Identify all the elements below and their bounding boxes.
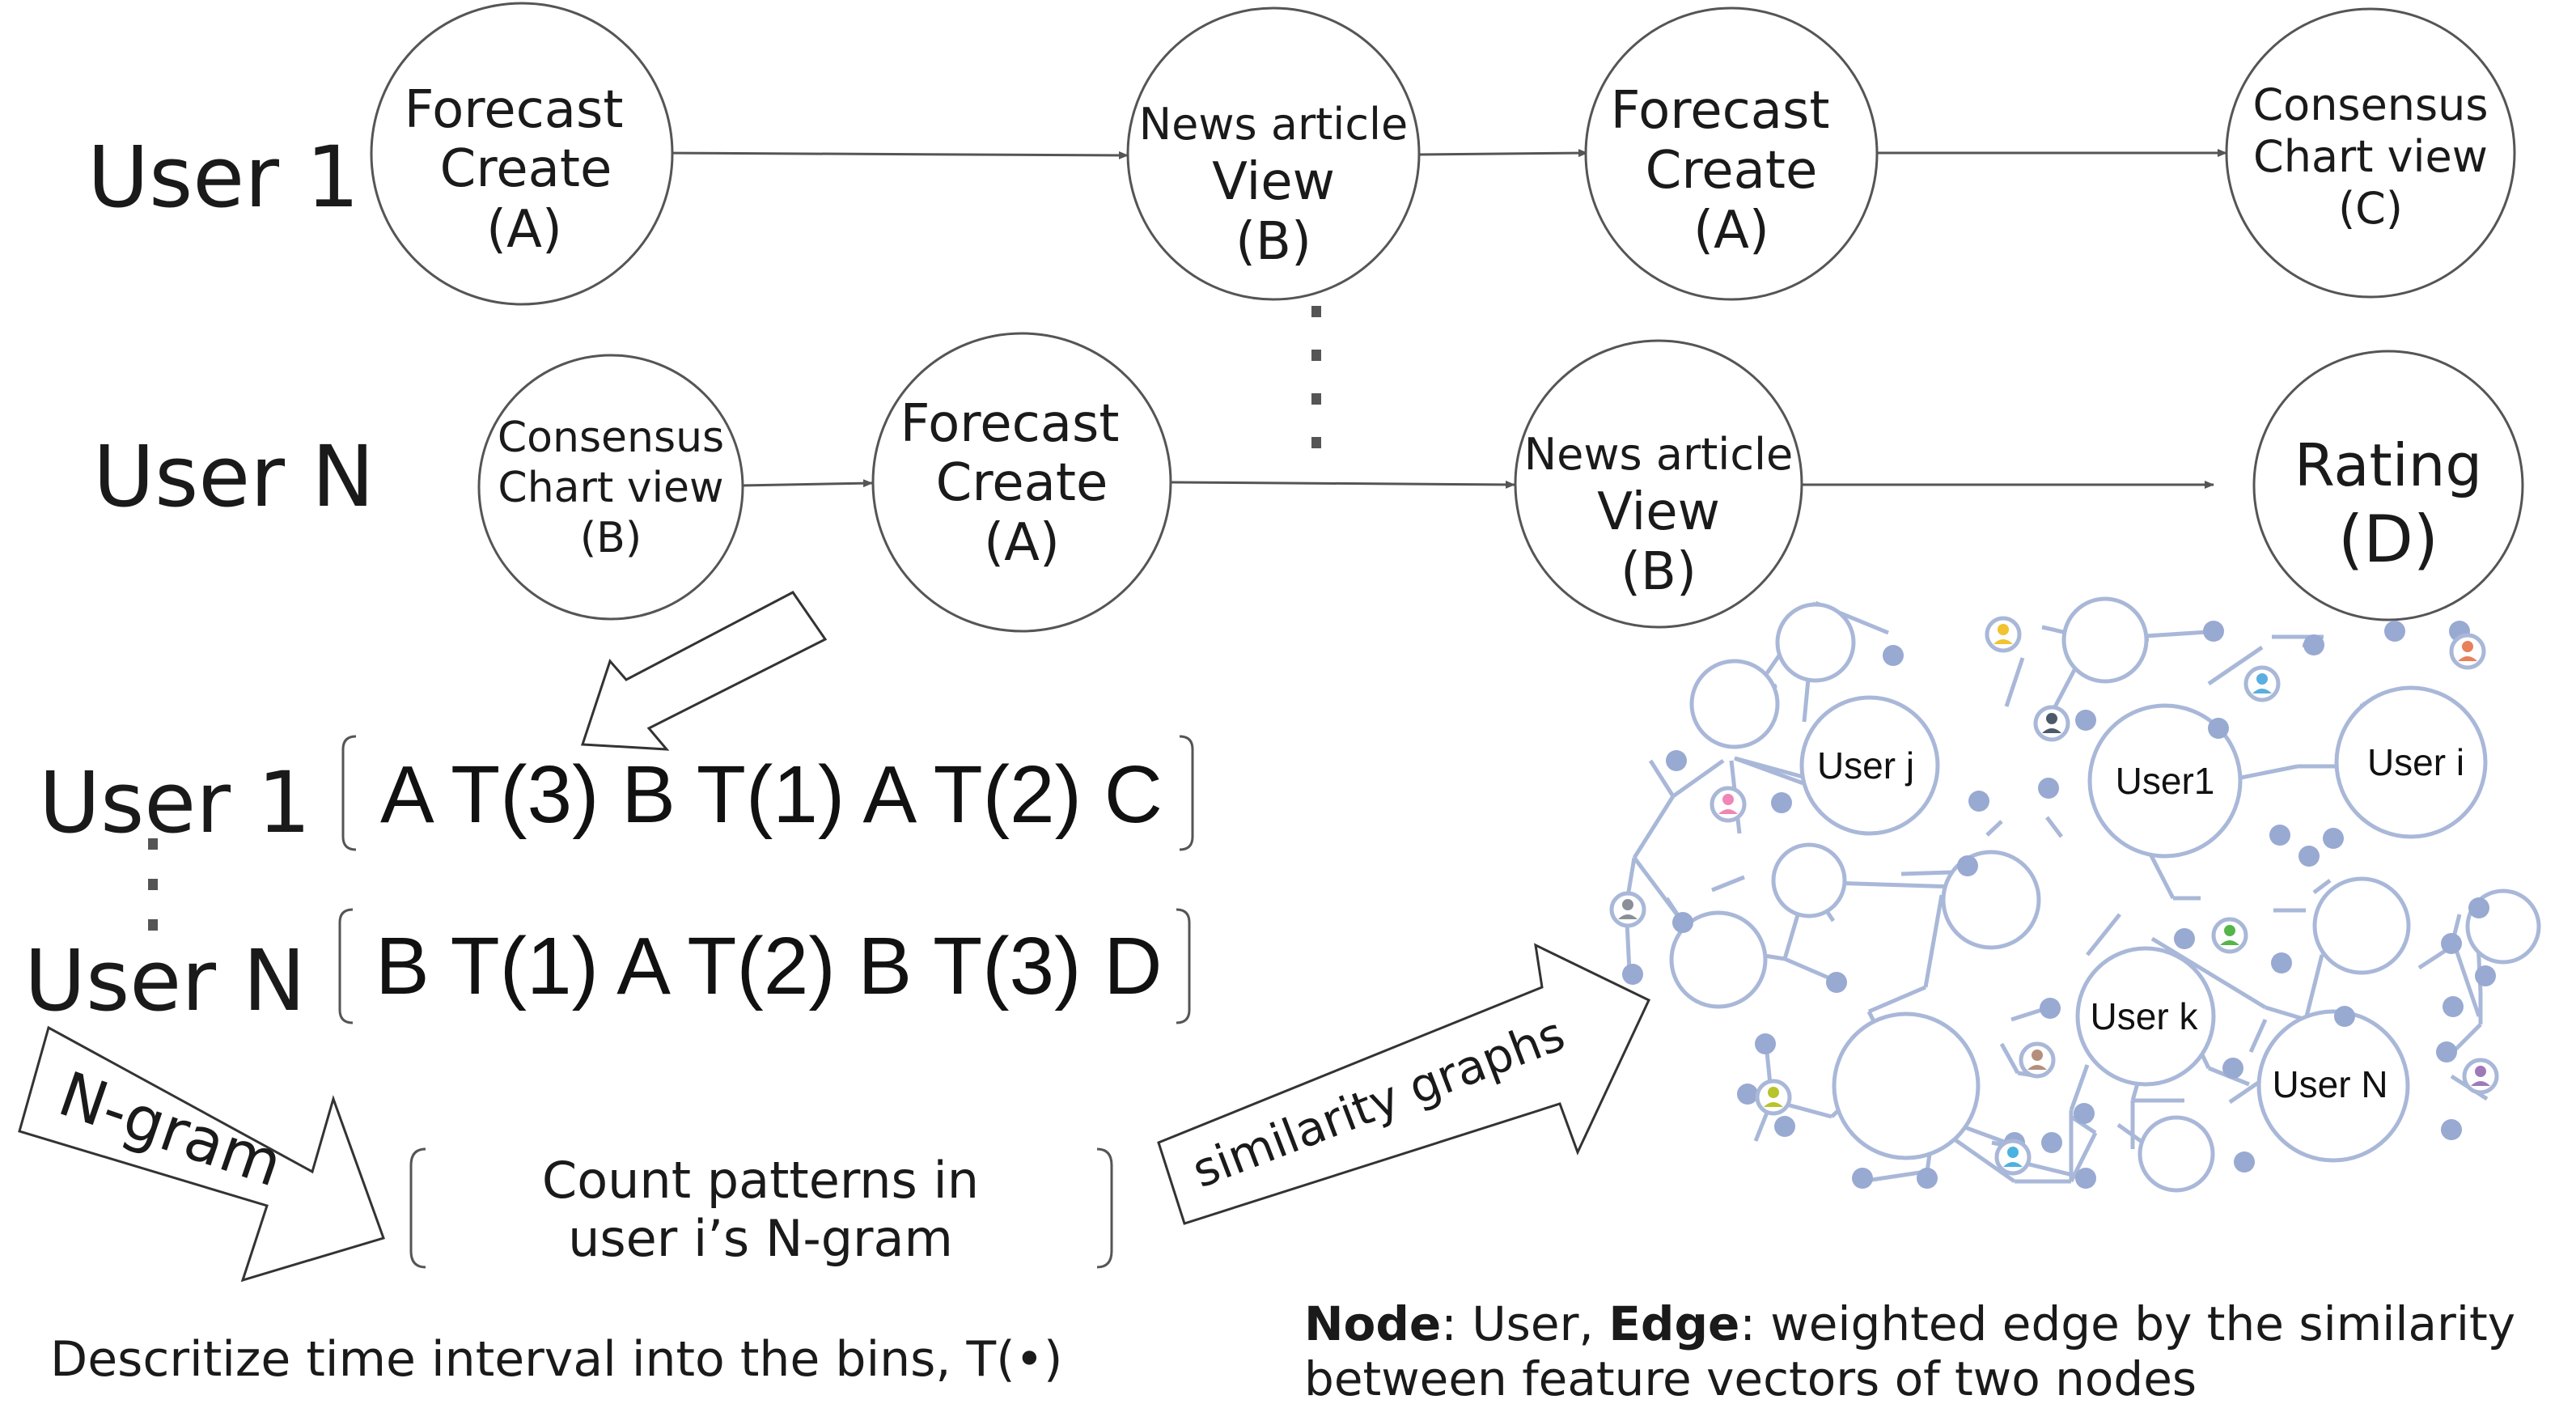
svg-text:Forecast: Forecast [1611,81,1830,141]
svg-text:News article: News article [1524,429,1793,480]
seq-vertical-ellipsis [148,838,158,931]
person-icon [2462,1058,2499,1095]
svg-text:Consensus: Consensus [2252,79,2488,130]
edge-un-b-to-a [740,479,873,488]
svg-text:(B): (B) [580,514,642,562]
node-u1-forecast-create: Forecast Create (A) [370,2,674,306]
svg-text:Chart view: Chart view [2253,131,2488,182]
svg-text:Consensus: Consensus [498,413,724,462]
svg-text:(A): (A) [486,200,562,260]
node-un-news-article-view: News article View (B) [1514,339,1803,629]
node-u1-news-article-view: News article View (B) [1126,6,1421,301]
svg-text:(A): (A) [984,513,1060,573]
ngram-arrow: N-gram [18,1025,385,1283]
discretize-caption: Descritize time interval into the bins, … [50,1331,1062,1388]
seq-bracket-right-n [1176,908,1191,1024]
svg-text:Node: User, Edge: weighted edg: Node: User, Edge: weighted edge by the s… [1304,1296,2515,1351]
graph-label-user-1: User1 [2116,760,2215,802]
ngram-bracket-right [1096,1147,1113,1269]
graph-label-user-j: User j [1817,744,1914,787]
seq-bracket-left-n [338,908,354,1024]
edge-un-a-to-b2 [1171,480,1515,489]
svg-text:Create: Create [936,453,1108,513]
svg-text:Forecast: Forecast [405,80,624,140]
seq-label-user-1: User 1 [39,753,311,852]
svg-text:(B): (B) [1235,212,1311,272]
person-icon [1609,891,1646,928]
svg-text:Forecast: Forecast [900,394,1120,454]
ngram-box-line-2: user i’s N-gram [568,1209,953,1268]
seq-bracket-right-1 [1179,735,1194,851]
person-icon [1710,786,1747,823]
seq-label-user-n: User N [24,931,306,1030]
svg-text:View: View [1597,482,1720,542]
svg-text:View: View [1212,152,1335,212]
person-icon [2033,705,2070,742]
svg-text:Rating: Rating [2294,431,2482,499]
legend: Node: User, Edge: weighted edge by the s… [1304,1296,2515,1406]
similarity-graph: User j User1 User i User k User N [1609,596,2541,1193]
svg-text:N-gram: N-gram [50,1058,291,1201]
legend-edge-term: Edge [1608,1296,1739,1351]
legend-line-2: between feature vectors of two nodes [1304,1351,2197,1406]
ngram-bracket-left [409,1147,426,1269]
svg-text:Chart view: Chart view [498,464,723,512]
encode-arrow [580,591,828,751]
person-icon [2211,917,2248,954]
person-icon [1755,1079,1792,1116]
node-un-forecast-create: Forecast Create (A) [871,332,1172,633]
svg-text:(A): (A) [1693,201,1769,261]
seq-bracket-left-1 [341,735,357,851]
graph-label-user-k: User k [2091,995,2199,1037]
svg-text:Create: Create [1646,141,1818,201]
graph-label-user-n: User N [2272,1063,2387,1105]
legend-node-term: Node [1304,1296,1441,1351]
svg-text:(C): (C) [2338,183,2403,234]
graph-user-labels: User j User1 User i User k User N [1817,741,2464,1105]
node-u1-consensus-chart-view: Consensus Chart view (C) [2225,7,2516,299]
graph-label-user-i: User i [2367,741,2464,783]
person-icon [2019,1041,2056,1079]
node-un-rating: Rating (D) [2252,350,2524,621]
person-icon [1985,616,2022,653]
legend-node-text: : User, [1441,1296,1608,1351]
ngram-box-line-1: Count patterns in [542,1151,979,1210]
row-label-user-1: User 1 [87,128,359,227]
person-icon [2449,633,2486,670]
row-label-user-n: User N [93,427,375,526]
similarity-arrow: similarity graphs [1157,943,1650,1225]
svg-text:Create: Create [440,139,612,199]
svg-text:(B): (B) [1621,542,1697,602]
svg-text:(D): (D) [2338,502,2438,577]
node-u1-forecast-create-2: Forecast Create (A) [1584,6,1879,301]
person-icon [2243,665,2281,702]
sequence-user-1: A T(3) B T(1) A T(2) C [380,749,1163,840]
edge-u1-b-to-a2 [1417,149,1588,158]
edge-u1-a-to-b [655,151,1129,159]
graph-person-icons [1609,616,2499,1176]
vertical-ellipsis [1311,306,1321,448]
node-un-consensus-chart-view: Consensus Chart view (B) [477,354,744,621]
graph-nodes [1669,596,2541,1193]
legend-edge-text: : weighted edge by the similarity [1739,1296,2515,1351]
sequence-user-n: B T(1) A T(2) B T(3) D [375,921,1162,1011]
person-icon [1994,1139,2032,1176]
svg-text:News article: News article [1139,99,1408,150]
